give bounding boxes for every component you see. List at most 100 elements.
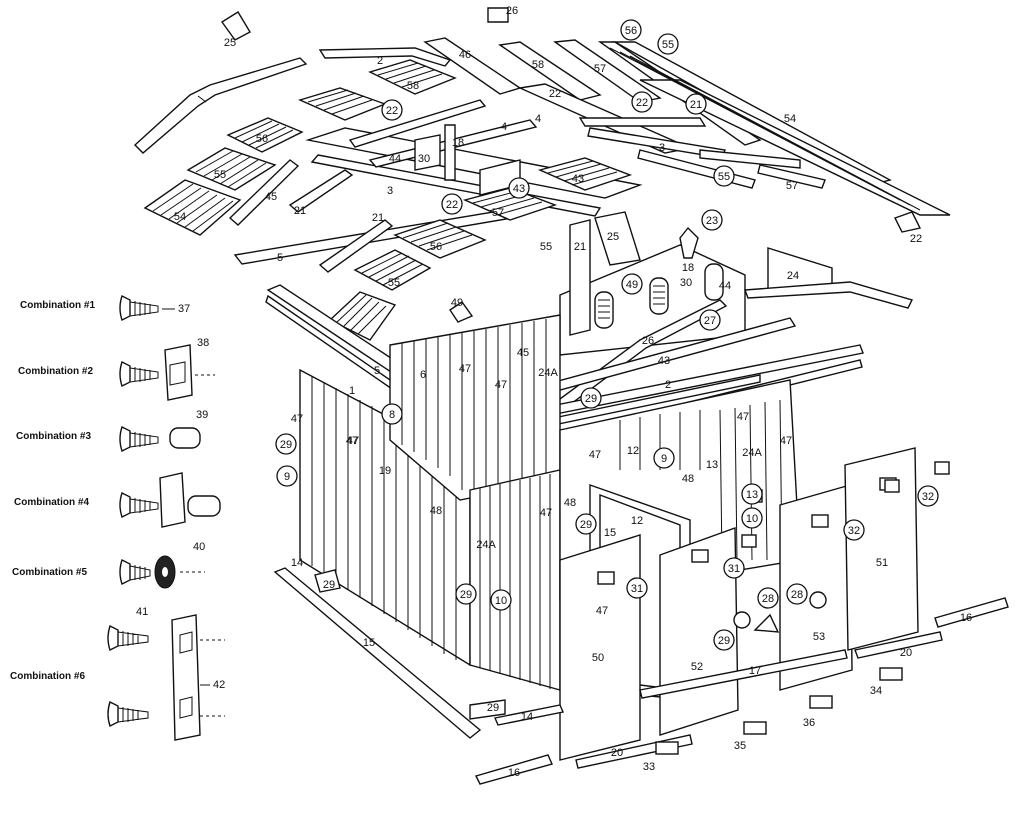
door-panel-50 (559, 534, 641, 761)
part-label: 17 (749, 665, 761, 677)
label-circle (757, 587, 779, 609)
combination-legend: Combination #1 Combination #2 Combinatio… (10, 295, 225, 741)
part-label: 35 (734, 740, 746, 752)
part-label: 57 (786, 180, 798, 192)
label-circle (575, 513, 597, 535)
part-label: 8 (389, 409, 395, 421)
part-label: 16 (508, 767, 520, 779)
roof-panel-56-middle (393, 219, 487, 259)
part-label: 13 (706, 459, 718, 471)
part-label: 36 (803, 717, 815, 729)
strap-plate-icon (171, 614, 201, 741)
part-label: 21 (294, 205, 306, 217)
combination-2-label: Combination #2 (18, 366, 93, 377)
roof-panel-57-left (297, 87, 387, 121)
part-label: 20 (900, 647, 912, 659)
part-label: 32 (922, 491, 934, 503)
label-circle (713, 629, 735, 651)
circled-part-label: 13 (741, 483, 763, 505)
label-circle (657, 33, 679, 55)
screw-icon (119, 559, 151, 585)
label-circle (741, 483, 763, 505)
part-label: 10 (746, 513, 758, 525)
circled-part-label: 32 (917, 485, 939, 507)
part-label: 30 (680, 277, 692, 289)
clip-plate-icon (159, 472, 186, 528)
part-label: 57 (492, 207, 504, 219)
screw-icon (107, 625, 149, 651)
circled-part-label: 55 (657, 33, 679, 55)
part-label: 22 (446, 199, 458, 211)
circled-part-label: 49 (621, 273, 643, 295)
part-label: 47 (540, 507, 552, 519)
part-label: 29 (460, 589, 472, 601)
circled-part-label: 10 (490, 589, 512, 611)
roof-panel-57-middle (462, 187, 558, 221)
floor-clips (655, 667, 903, 755)
part-label: 56 (430, 241, 442, 253)
part-label: 50 (592, 652, 604, 664)
part-label: 54 (784, 113, 796, 125)
label-circle (786, 583, 808, 605)
circled-part-label: 31 (723, 557, 745, 579)
part-label: 21 (372, 212, 384, 224)
part-label: 57 (594, 63, 606, 75)
combination-6-label: Combination #6 (10, 671, 85, 682)
part-label: 26 (642, 335, 654, 347)
part-label: 1 (349, 385, 355, 397)
part-label: 13 (746, 489, 758, 501)
part-label: 23 (706, 215, 718, 227)
label-circle (699, 309, 721, 331)
roof-ridge-beam (318, 47, 452, 67)
floor-rails (273, 567, 1009, 785)
part-label: 4 (535, 113, 541, 125)
label-circle (441, 193, 463, 215)
part-label: 43 (513, 183, 525, 195)
part-label-41: 41 (136, 606, 148, 618)
part-label: 9 (284, 471, 290, 483)
part-label-38: 38 (197, 337, 209, 349)
part-label: 51 (876, 557, 888, 569)
part-label: 58 (407, 80, 419, 92)
part-label: 47 (737, 411, 749, 423)
circled-part-label: 9 (276, 465, 298, 487)
combination-3-label: Combination #3 (16, 431, 91, 442)
part-label: 53 (813, 631, 825, 643)
vent-cap-23 (679, 226, 699, 259)
roof-beam-right-end (744, 281, 914, 309)
label-circle (381, 99, 403, 121)
roof-panel-55-middle (353, 249, 432, 291)
part-label: 55 (718, 171, 730, 183)
combination-5-label: Combination #5 (12, 567, 87, 578)
circled-part-label: 23 (701, 209, 723, 231)
part-label: 29 (280, 439, 292, 451)
part-label: 43 (572, 173, 584, 185)
part-label: 47 (346, 435, 358, 447)
combination-4-label: Combination #4 (14, 497, 89, 508)
label-circle (626, 577, 648, 599)
clip-plate-icon (164, 344, 193, 401)
circled-part-label: 55 (713, 165, 735, 187)
door-panel-53 (779, 484, 853, 691)
part-label: 22 (636, 97, 648, 109)
circled-part-label: 28 (757, 587, 779, 609)
part-label: 32 (848, 525, 860, 537)
part-label: 33 (643, 761, 655, 773)
screw-icon (107, 701, 149, 727)
part-label: 29 (487, 702, 499, 714)
part-label: 58 (532, 59, 544, 71)
circled-part-label: 28 (786, 583, 808, 605)
label-circle (917, 485, 939, 507)
circled-part-label: 31 (626, 577, 648, 599)
part-label: 49 (626, 279, 638, 291)
nut-icon (187, 495, 221, 517)
part-label: 21 (690, 99, 702, 111)
roof-panel-55-middle-right (537, 157, 633, 191)
part-label: 55 (662, 39, 674, 51)
circled-part-label: 22 (381, 99, 403, 121)
part-label: 14 (521, 711, 533, 723)
circled-part-label: 29 (575, 513, 597, 535)
part-label: 54 (174, 211, 186, 223)
washer-icon (154, 555, 176, 589)
